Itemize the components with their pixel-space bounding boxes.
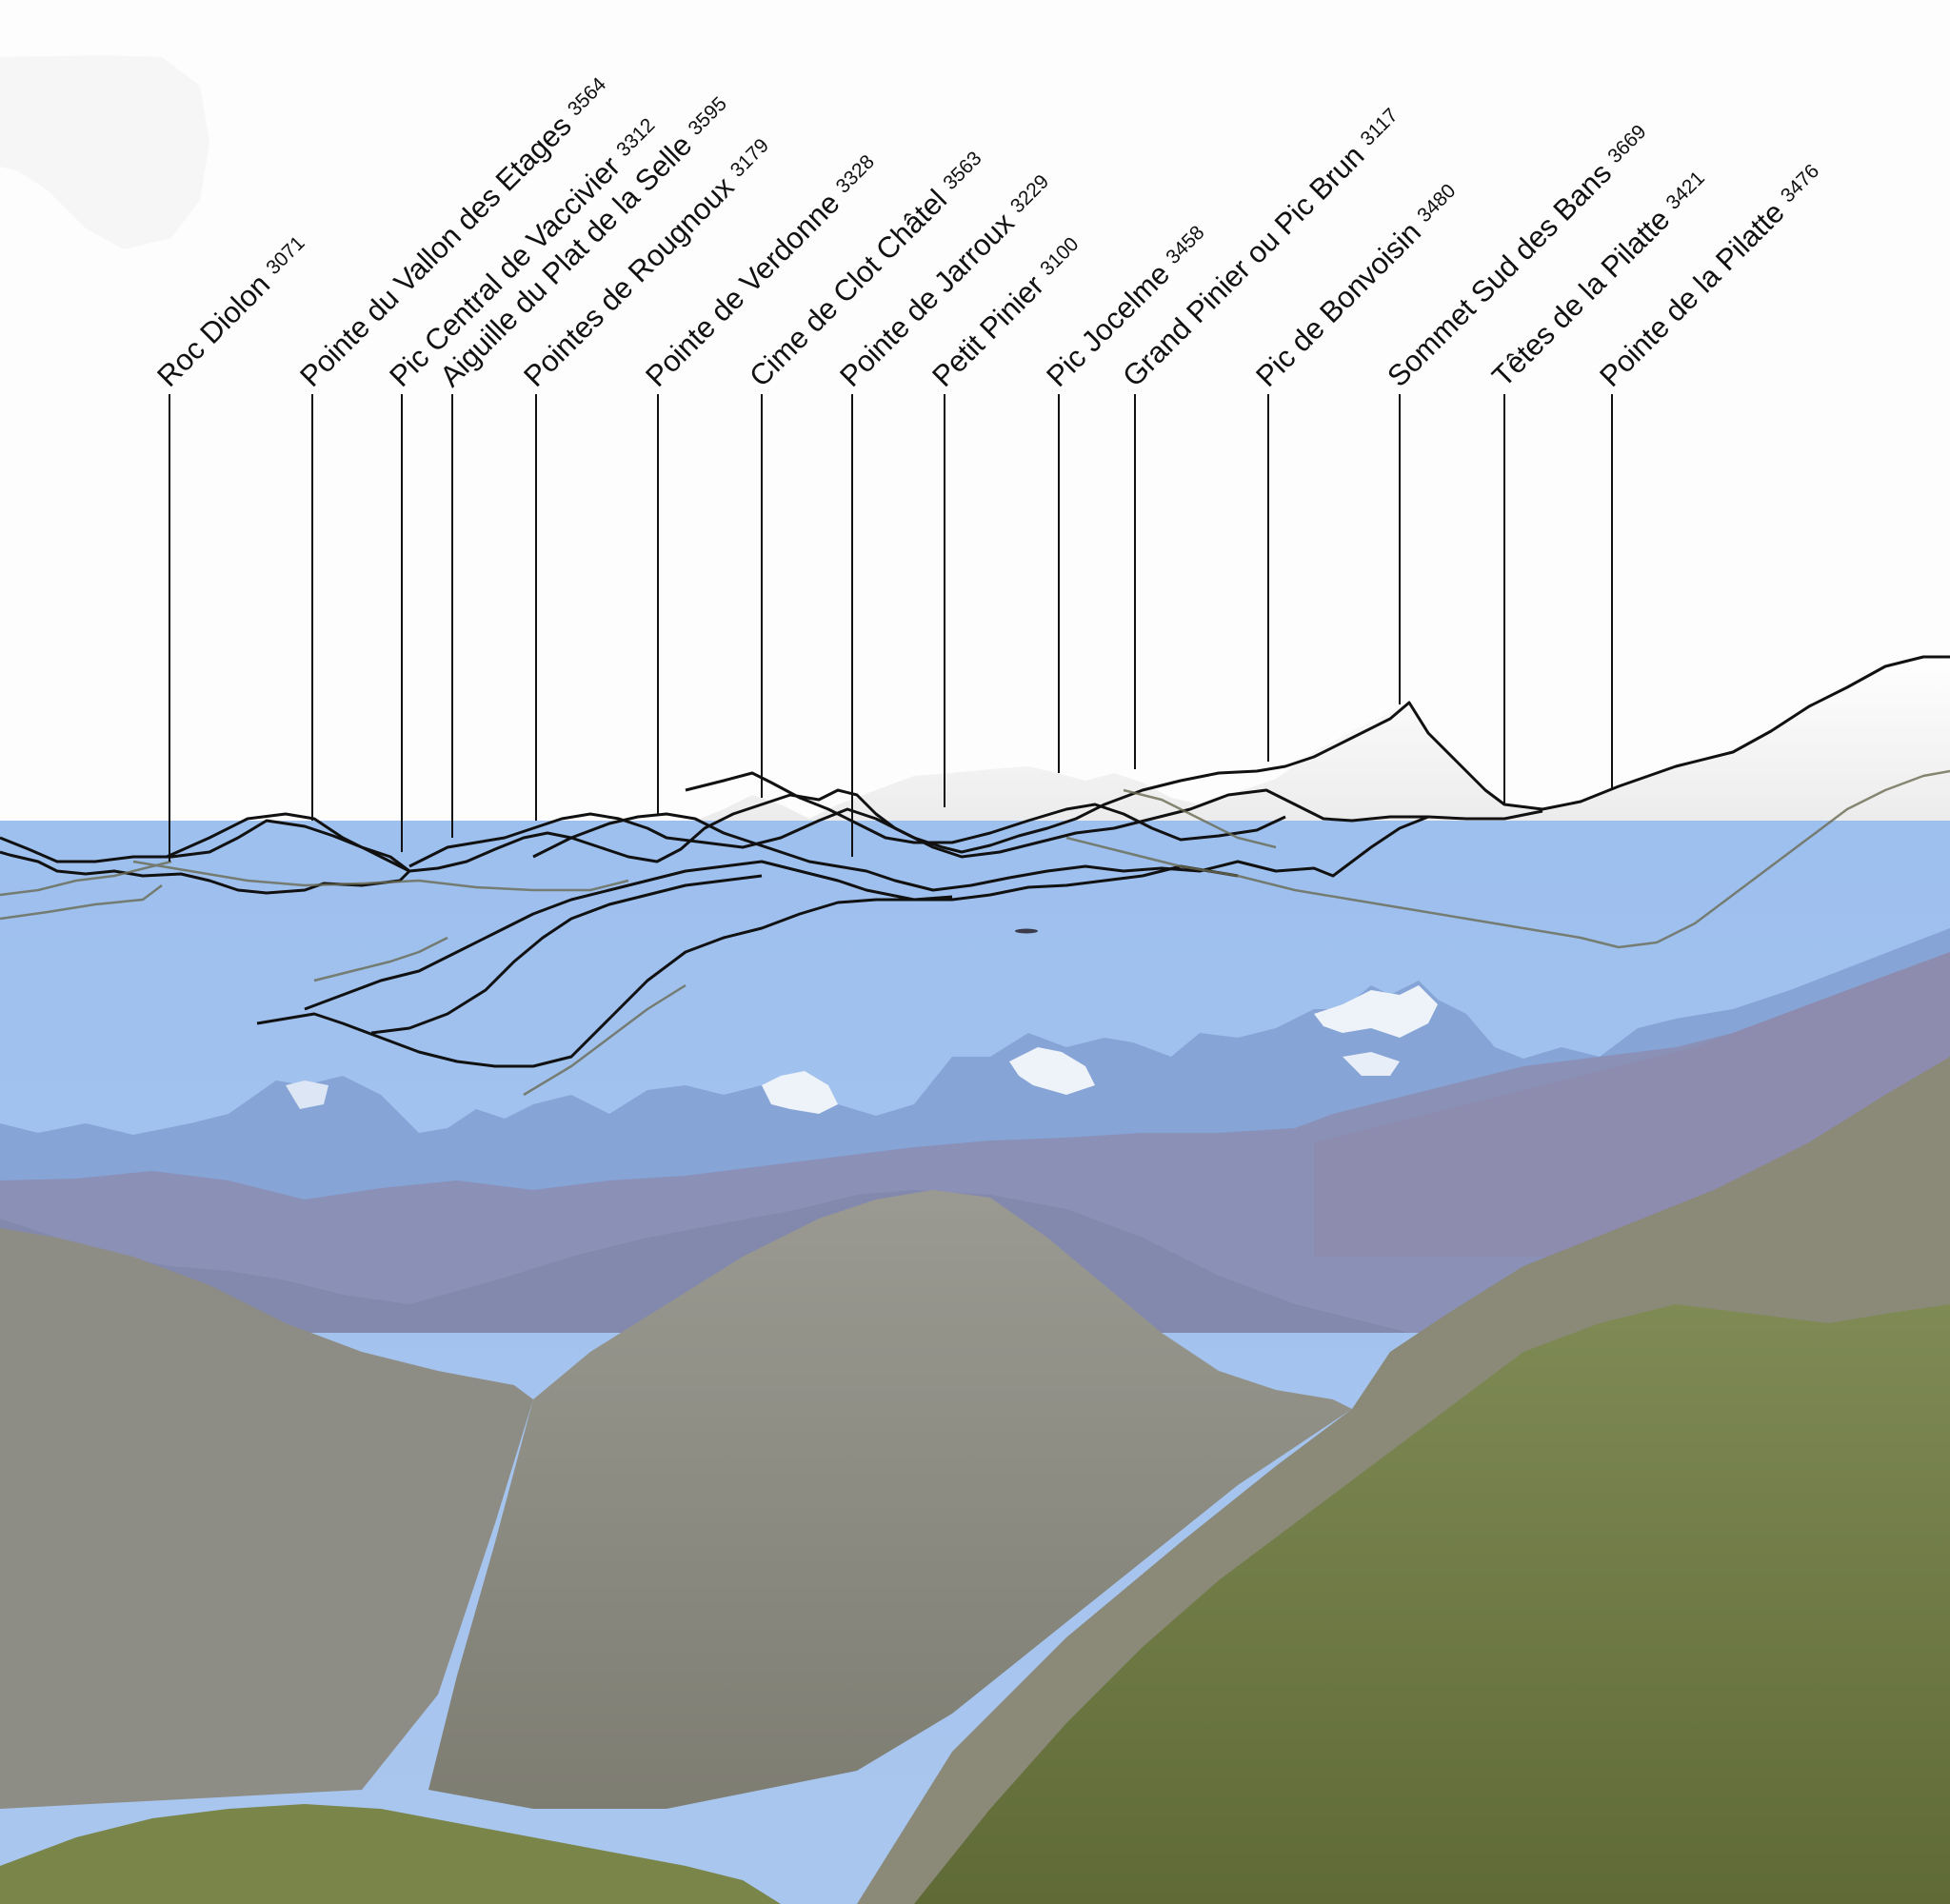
faint-ridge-outlines (0, 769, 1950, 1097)
ridge-line-main (166, 655, 1950, 873)
ridge-line-lower-1 (408, 788, 1543, 868)
faint-line-mid (313, 936, 448, 982)
faint-line-right (1065, 769, 1950, 949)
snow-patch (1314, 985, 1438, 1038)
snow-patch (762, 1071, 838, 1114)
ridge-line-mid-b (256, 895, 953, 1068)
left-foreground-slope (0, 1228, 533, 1809)
ridge-line-skyline (0, 819, 411, 895)
snow-patch (1343, 1052, 1400, 1076)
foreground-green-bottom (0, 1804, 781, 1904)
ridge-line-mid-a (304, 860, 1239, 1011)
distant-bird (1015, 928, 1038, 934)
ridge-silhouette-fill (695, 655, 1950, 821)
ridge-outlines (0, 655, 1950, 1068)
faint-line-left-2 (0, 884, 163, 921)
ridge-line-mid-c (370, 874, 763, 1035)
faint-line-bottom (523, 983, 686, 1097)
faint-line-left-3 (132, 860, 629, 892)
snow-patch (286, 1081, 328, 1109)
central-grey-peak (428, 1190, 1352, 1809)
ridge-line-lower-3 (685, 771, 1286, 844)
faint-line-upper (1123, 788, 1277, 849)
ridge-line-lower-2 (532, 812, 1429, 892)
faint-cloud (0, 55, 209, 249)
foreground-green-ridge (914, 1304, 1950, 1904)
snow-patch (1009, 1047, 1095, 1095)
